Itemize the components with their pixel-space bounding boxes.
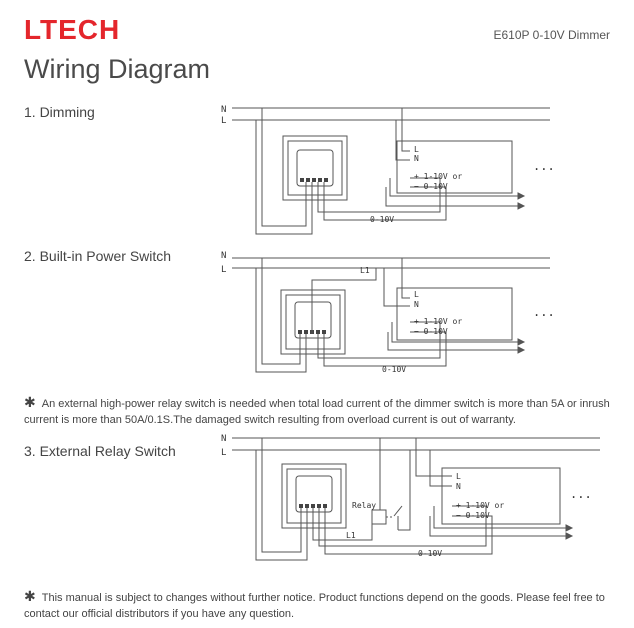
relay-label: Relay xyxy=(352,501,376,510)
output-2 xyxy=(385,187,518,207)
driver-neutral xyxy=(401,258,410,299)
driver-live xyxy=(395,120,410,161)
dimmer-terminals xyxy=(300,178,328,182)
neutral-label: N xyxy=(221,251,226,261)
wire-plus xyxy=(318,505,487,547)
output-1 xyxy=(389,178,518,197)
arrow-icon xyxy=(565,524,574,532)
output-2 xyxy=(387,332,518,351)
dimmer-frame xyxy=(287,140,343,196)
relay-contact-in xyxy=(398,450,411,531)
arrow-icon xyxy=(517,338,526,346)
wire-l1 xyxy=(312,508,373,541)
diagram-power-switch: N L L1 L N + 1-10V or − 0-10V 0-10V ... xyxy=(221,251,555,374)
driver-n-label: N xyxy=(456,482,461,491)
dimmer-terminals xyxy=(299,504,327,508)
driver-neutral xyxy=(415,438,452,477)
model-name: E610P 0-10V Dimmer xyxy=(493,28,611,42)
led-driver xyxy=(441,467,561,525)
wire-plus xyxy=(317,177,441,213)
more-devices-ellipsis: ... xyxy=(533,159,555,173)
signal-minus-label: − 0-10V xyxy=(456,511,490,520)
manual-note: ✱This manual is subject to changes witho… xyxy=(24,588,614,622)
page-title: Wiring Diagram xyxy=(24,54,211,84)
dimmer-module xyxy=(294,301,332,339)
wire-l xyxy=(255,450,308,561)
signal-plus-label: + 1-10V or xyxy=(456,501,504,510)
dimmer-frame xyxy=(285,294,341,350)
wire-plus xyxy=(317,321,441,359)
live-label: L xyxy=(221,116,226,126)
wire-minus xyxy=(323,331,447,367)
note-asterisk-icon: ✱ xyxy=(24,588,36,604)
signal-label: 0-10V xyxy=(382,365,406,374)
live-label: L xyxy=(221,448,226,458)
driver-l-label: L xyxy=(414,145,419,154)
section-title-dimming: 1. Dimming xyxy=(24,104,95,120)
neutral-label: N xyxy=(221,105,226,115)
driver-l-label: L xyxy=(456,472,461,481)
wire-n xyxy=(261,258,301,365)
driver-n-label: N xyxy=(414,154,419,163)
section-title-power-switch: 2. Built-in Power Switch xyxy=(24,248,172,264)
dimmer-frame xyxy=(286,468,342,524)
more-devices-ellipsis: ... xyxy=(533,305,555,319)
output-1 xyxy=(391,322,518,343)
driver-neutral xyxy=(401,108,410,152)
wire-minus xyxy=(323,182,447,221)
manual-note-text: This manual is subject to changes withou… xyxy=(24,592,605,620)
driver-live xyxy=(383,268,410,307)
signal-minus-label: − 0-10V xyxy=(414,182,448,191)
live-label: L xyxy=(221,265,226,275)
output-2 xyxy=(429,516,566,537)
arrow-icon xyxy=(565,532,574,540)
diagram-dimming: N L L N + 1-10V or − 0-10V 0-10V ... xyxy=(221,105,555,235)
more-devices-ellipsis: ... xyxy=(570,487,592,501)
brand-logo: LTECH xyxy=(24,14,121,45)
wire-l1-out xyxy=(311,268,377,334)
wire-n xyxy=(261,108,307,227)
relay-note-text: An external high-power relay switch is n… xyxy=(24,398,610,426)
wire-n xyxy=(261,438,302,553)
signal-label: 0-10V xyxy=(370,215,394,224)
note-asterisk-icon: ✱ xyxy=(24,394,36,410)
arrow-icon xyxy=(517,346,526,354)
relay-note: ✱An external high-power relay switch is … xyxy=(24,394,614,428)
output-1 xyxy=(433,506,566,529)
relay-contact xyxy=(393,505,403,517)
diagram-relay-switch: N L Relay L1 L N + 1-10V xyxy=(221,434,600,561)
arrow-icon xyxy=(517,202,526,210)
section-title-relay-switch: 3. External Relay Switch xyxy=(24,443,176,459)
led-driver xyxy=(396,140,513,194)
dimmer-switch xyxy=(281,463,347,529)
neutral-label: N xyxy=(221,434,226,444)
dimmer-switch xyxy=(280,289,346,355)
driver-l-label: L xyxy=(414,290,419,299)
wire-minus xyxy=(324,508,493,555)
wire-l xyxy=(255,268,307,373)
relay-coil xyxy=(371,509,387,525)
signal-plus-label: + 1-10V or xyxy=(414,317,462,326)
led-driver xyxy=(396,287,513,341)
dimmer-module xyxy=(295,475,333,513)
arrow-icon xyxy=(517,192,526,200)
signal-minus-label: − 0-10V xyxy=(414,327,448,336)
dimmer-switch xyxy=(282,135,348,201)
l1-label: L1 xyxy=(346,531,356,540)
dimmer-module xyxy=(296,149,334,187)
wire-l xyxy=(255,120,313,235)
signal-plus-label: + 1-10V or xyxy=(414,172,462,181)
signal-label: 0-10V xyxy=(418,549,442,558)
driver-live xyxy=(429,450,452,487)
driver-n-label: N xyxy=(414,300,419,309)
l1-label: L1 xyxy=(360,266,370,275)
